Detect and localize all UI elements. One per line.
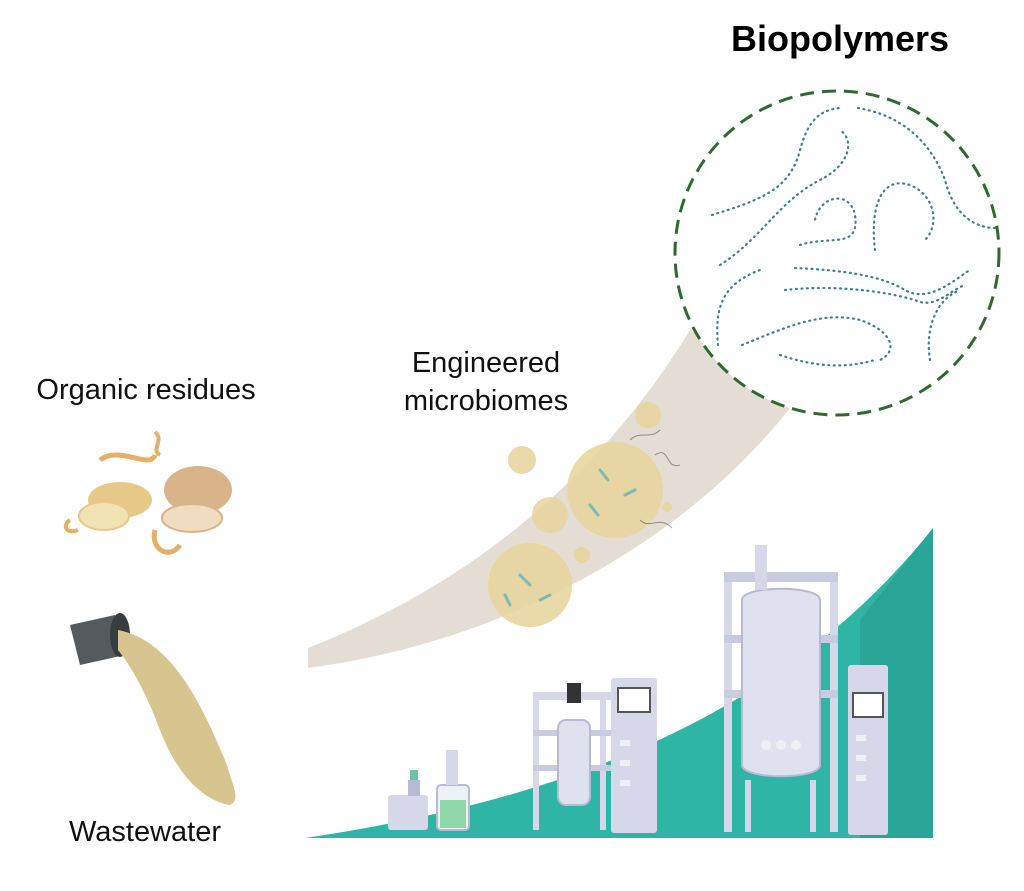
organic-residues-label: Organic residues — [36, 374, 256, 406]
polymer-chain-icon — [710, 106, 997, 367]
wastewater-label: Wastewater — [68, 816, 222, 848]
potato-peels-icon — [63, 430, 232, 555]
biopolymer-circle — [673, 89, 1001, 417]
microbe-cluster-icon — [488, 402, 681, 627]
microbiomes-label-line2: microbiomes — [403, 385, 569, 417]
microbiomes-label-line1: Engineered — [411, 347, 561, 379]
biopolymers-title: Biopolymers — [730, 18, 950, 59]
drain-pipe-icon — [70, 613, 236, 805]
bioreactor-icon — [388, 545, 888, 835]
engineered-microbiomes-label: Engineered microbiomes — [376, 344, 596, 420]
